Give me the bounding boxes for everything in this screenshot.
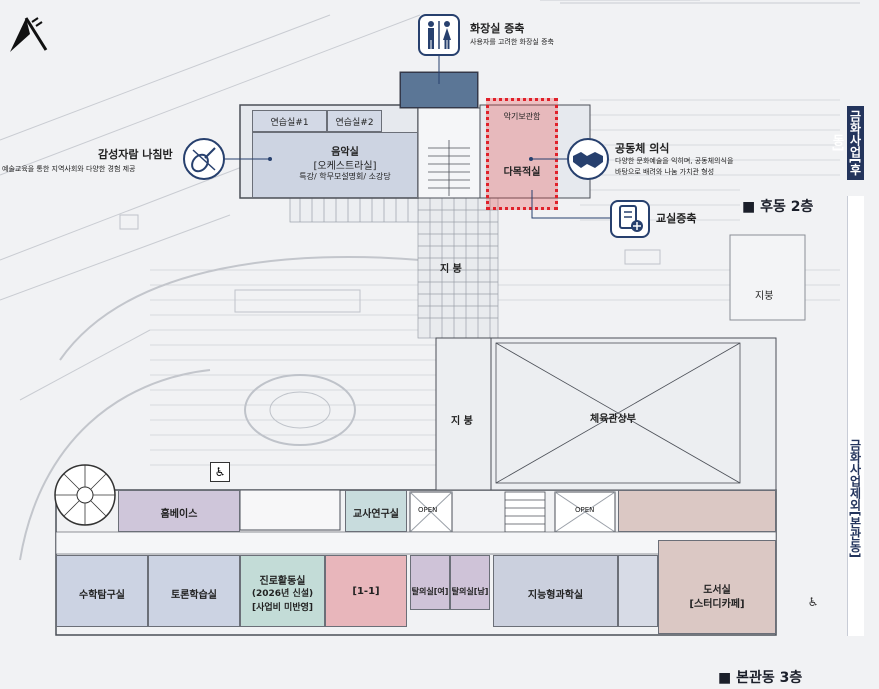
document-add-icon — [619, 205, 643, 232]
north-arrow-icon — [10, 17, 48, 52]
rear-project-band: 금화사업[후동] — [831, 106, 864, 180]
wheelchair-icon: ♿ — [210, 462, 230, 482]
rear-building-legend: ■ 후동 2층 — [742, 199, 814, 215]
classroom-addition-label: 교실증축 — [656, 212, 697, 225]
multipurpose-room-label: 다목적실 — [503, 167, 541, 178]
document-add-icon-box — [610, 200, 650, 238]
handshake-icon-box — [567, 138, 609, 180]
homebase: 홈베이스 — [118, 490, 240, 532]
classroom-1-1-label: [1-1] — [352, 586, 380, 597]
library-subtitle: [스터디카페] — [689, 599, 745, 610]
teacher-research-room: 교사연구실 — [345, 490, 407, 532]
community-callout-title: 공동체 의식 — [615, 142, 670, 155]
intelligent-science-lab: 지능형과학실 — [493, 555, 618, 627]
community-callout-desc-2: 바탕으로 배려와 나눔 가치관 형성 — [615, 168, 715, 176]
wheelchair-icon: ♿ — [807, 595, 819, 609]
library: 도서실 [스터디카페] — [658, 540, 776, 634]
debate-room: 토론학습실 — [148, 555, 240, 627]
gamseong-callout-desc: 예술교육을 통한 지역사회와 다양한 경험 제공 — [2, 165, 136, 173]
practice-room-1: 연습실#1 — [252, 110, 327, 132]
changing-room-female: 탈의실[여] — [410, 555, 450, 610]
roof-label-walkway: 지 붕 — [440, 264, 462, 275]
classroom-1-1: [1-1] — [325, 555, 407, 627]
gamseong-callout-line — [225, 157, 272, 161]
homebase-label: 홈베이스 — [160, 509, 198, 520]
violin-icon-box — [183, 138, 225, 180]
classroom-addition-line — [531, 190, 610, 219]
career-room-note: [사업비 미반영] — [251, 603, 314, 613]
changing-room-male-label: 탈의실[남] — [451, 587, 489, 596]
music-room-purpose: 특강/ 학무모설명회/ 소강당 — [299, 172, 391, 181]
violin-icon — [191, 147, 216, 173]
restroom-icon-box — [418, 14, 460, 56]
restroom-callout-title: 화장실 증축 — [470, 22, 525, 35]
practice-room-2-label: 연습실#2 — [335, 118, 374, 128]
restroom-callout-line — [438, 56, 440, 84]
library-side — [618, 555, 658, 627]
career-room-title: 진로활동실 — [259, 576, 306, 587]
open-label-2: OPEN — [575, 506, 595, 514]
career-room-year: (2026년 신설) — [251, 589, 314, 599]
music-room-subtitle: [오케스트라실] — [313, 161, 377, 172]
changing-room-male: 탈의실[남] — [450, 555, 490, 610]
restroom-callout-desc: 사용자를 고려한 화장실 증축 — [470, 38, 554, 46]
main-building-legend: ■ 본관동 3층 — [718, 670, 803, 686]
intelligent-science-label: 지능형과학실 — [527, 590, 584, 601]
math-lab-label: 수학탐구실 — [79, 590, 125, 601]
community-callout-desc-1: 다양한 문화예술을 익히며, 공동체의식을 — [615, 157, 734, 165]
handshake-icon — [573, 152, 603, 168]
community-callout-line — [529, 157, 567, 161]
open-label-1: OPEN — [418, 506, 438, 514]
music-room-title: 음악실 — [331, 147, 359, 158]
practice-room-2: 연습실#2 — [327, 110, 382, 132]
instrument-storage-label: 악기보관함 — [503, 112, 541, 121]
practice-room-1-label: 연습실#1 — [270, 118, 309, 128]
career-room: 진로활동실 (2026년 신설) [사업비 미반영] — [240, 555, 325, 627]
changing-room-female-label: 탈의실[여] — [411, 587, 449, 596]
library-title: 도서실 — [703, 585, 731, 596]
library-upper — [618, 490, 776, 532]
teacher-research-label: 교사연구실 — [353, 509, 399, 520]
restroom-icon — [428, 21, 451, 49]
main-excluded-band: 금화사업제외[본관동] — [847, 196, 864, 636]
gym-upper-label: 체육관상부 — [590, 414, 636, 425]
roof-label-main: 지 붕 — [451, 416, 473, 427]
gamseong-callout-title: 감성자람 나침반 — [98, 148, 173, 161]
music-room: 음악실 [오케스트라실] 특강/ 학무모설명회/ 소강당 — [252, 132, 418, 198]
debate-room-label: 토론학습실 — [171, 590, 217, 601]
roof-label-right: 지붕 — [755, 291, 774, 302]
classroom-addition-highlight: 악기보관함 다목적실 — [486, 98, 558, 210]
math-lab: 수학탐구실 — [56, 555, 148, 627]
